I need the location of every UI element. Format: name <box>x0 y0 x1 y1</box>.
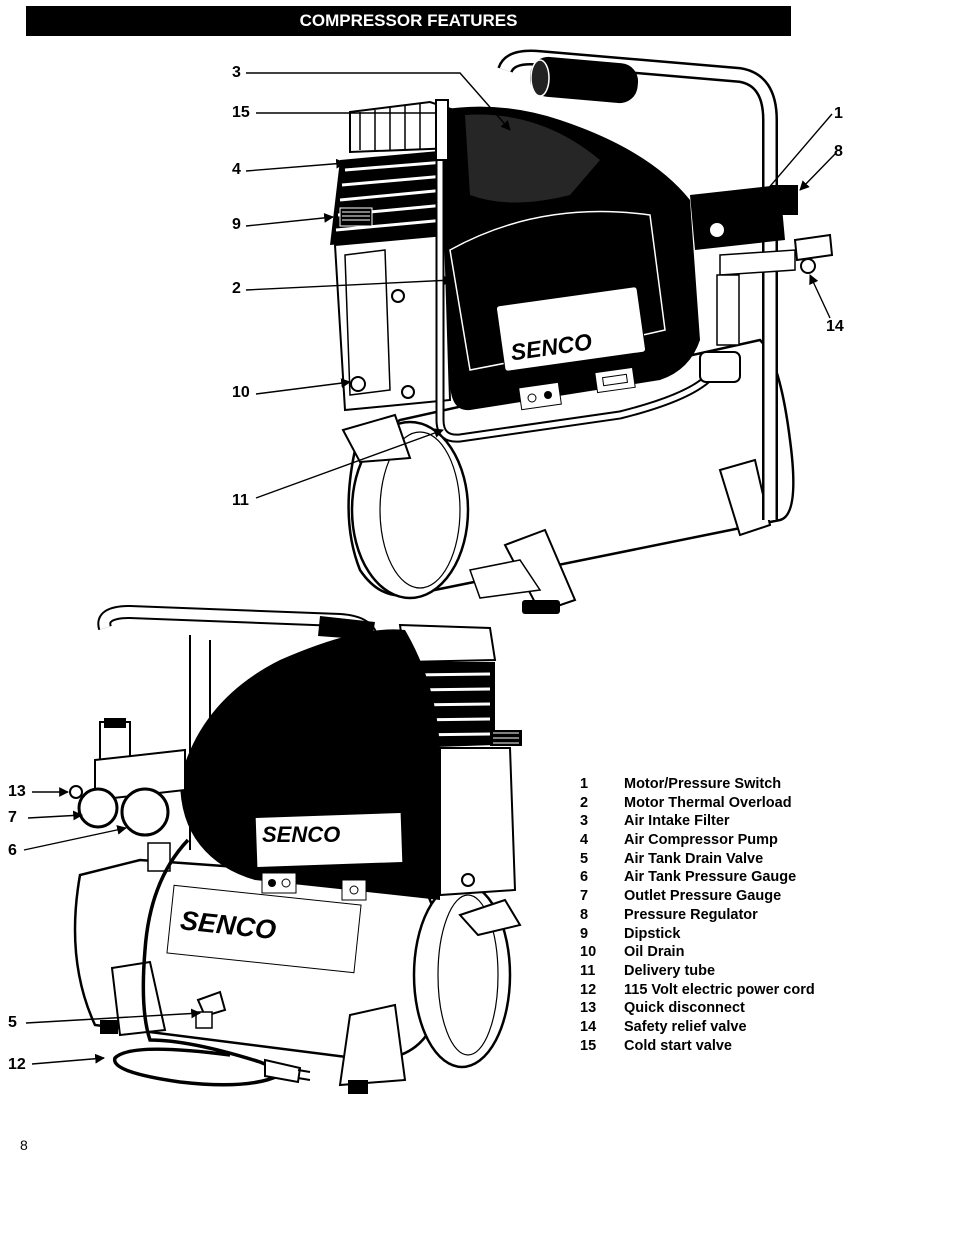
handle-frame-top <box>497 49 778 520</box>
callout-9: 9 <box>232 216 241 233</box>
callout-12: 12 <box>8 1056 26 1073</box>
air-compressor-pump-top <box>330 100 462 412</box>
tank-feet-top <box>469 458 772 614</box>
callout-8: 8 <box>834 143 843 160</box>
section-title: COMPRESSOR FEATURES <box>299 11 518 30</box>
callout-14: 14 <box>826 318 844 335</box>
callout-11: 11 <box>232 492 249 509</box>
callout-3: 3 <box>232 64 241 81</box>
air-tank-top <box>347 338 795 600</box>
callout-5: 5 <box>8 1014 17 1031</box>
callout-4: 4 <box>232 161 241 178</box>
callout-7: 7 <box>8 809 17 826</box>
compressor-bottom-illustration: SENCO SENCO <box>69 604 522 1094</box>
callout-15: 15 <box>232 104 250 121</box>
leader-lines-top <box>245 72 837 499</box>
callout-13: 13 <box>8 783 26 800</box>
senco-logo-bottom: SENCO <box>262 822 340 847</box>
callout-2: 2 <box>232 280 241 297</box>
pressure-switch-top <box>690 185 834 346</box>
callout-10: 10 <box>232 384 250 401</box>
mount-bracket-top <box>341 413 412 464</box>
leader-lines-bottom <box>23 787 201 1065</box>
section-header: COMPRESSOR FEATURES <box>26 6 791 36</box>
callout-1: 1 <box>834 105 843 122</box>
motor-shroud-top: SENCO <box>440 106 700 411</box>
page-number: 8 <box>20 1137 28 1153</box>
callout-6: 6 <box>8 842 17 859</box>
